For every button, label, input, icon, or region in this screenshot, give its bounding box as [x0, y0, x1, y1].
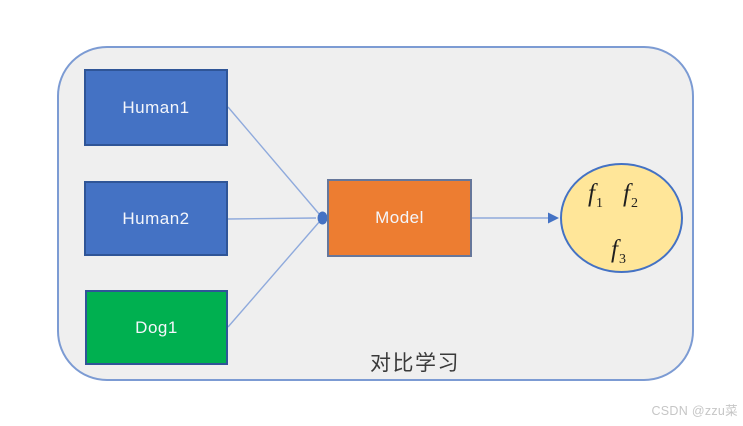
node-human2-label: Human2 [122, 208, 190, 228]
node-model: Model [327, 179, 472, 257]
feature-f2: f2 [623, 180, 638, 211]
node-dog1: Dog1 [85, 290, 228, 365]
node-human1-label: Human1 [122, 97, 190, 117]
node-human2: Human2 [84, 181, 228, 256]
node-human1: Human1 [84, 69, 228, 146]
node-model-label: Model [375, 208, 424, 227]
feature-f3: f3 [611, 236, 626, 267]
watermark: CSDN @zzu菜 [651, 404, 738, 418]
output-feature-circle: f1 f2 f3 [560, 163, 683, 273]
feature-f1: f1 [588, 180, 603, 211]
node-dog1-label: Dog1 [135, 317, 178, 337]
diagram-caption: 对比学习 [370, 352, 460, 375]
